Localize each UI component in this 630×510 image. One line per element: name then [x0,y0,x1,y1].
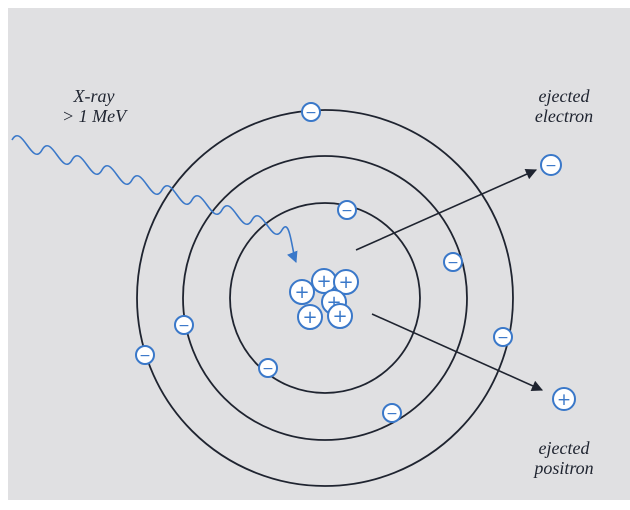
inner-shell [229,202,421,394]
nucleus: + + + + + + [289,268,359,330]
electron: − [493,327,513,347]
proton: + [311,268,337,294]
svg-text:−: − [386,406,398,422]
ejected-positron-label: ejected positron [516,438,612,478]
figure-background [8,8,630,500]
middle-shell [182,155,468,441]
ejected-electron: − [540,154,562,176]
xray-label-line2: > 1 MeV [61,106,127,126]
proton: + [333,269,359,295]
svg-text:+: + [338,272,353,293]
electron: − [382,403,402,423]
svg-text:−: − [305,105,317,121]
positron-ejection-arrow [371,313,544,391]
ejected-electron-label-line1: ejected [538,86,590,106]
svg-text:−: − [545,158,557,174]
ejected-electron-label: ejected electron [516,86,612,126]
ejected-positron-label-line2: positron [534,458,594,478]
svg-text:−: − [139,348,151,364]
electron-ejection-arrow [355,168,538,251]
proton: + [327,303,353,329]
svg-text:−: − [447,255,459,271]
xray-label-line1: X-ray [73,86,115,106]
svg-text:−: − [178,318,190,334]
electron: − [258,358,278,378]
ejected-electron-label-line2: electron [534,106,594,126]
electron: − [174,315,194,335]
svg-text:−: − [497,330,509,346]
xray-label: X-ray > 1 MeV [52,86,136,126]
svg-text:+: + [302,307,317,328]
electron: − [301,102,321,122]
svg-text:+: + [557,390,571,410]
electron: − [337,200,357,220]
svg-text:−: − [341,203,353,219]
electron: − [443,252,463,272]
ejected-positron: + [552,387,576,411]
xray-wave [11,135,298,264]
ejected-positron-label-line1: ejected [538,438,590,458]
electron: − [135,345,155,365]
svg-text:+: + [316,271,331,292]
svg-text:+: + [294,282,309,303]
proton: + [289,279,315,305]
proton: + [297,304,323,330]
svg-text:−: − [262,361,274,377]
outer-shell [136,109,514,487]
svg-text:+: + [332,306,347,327]
